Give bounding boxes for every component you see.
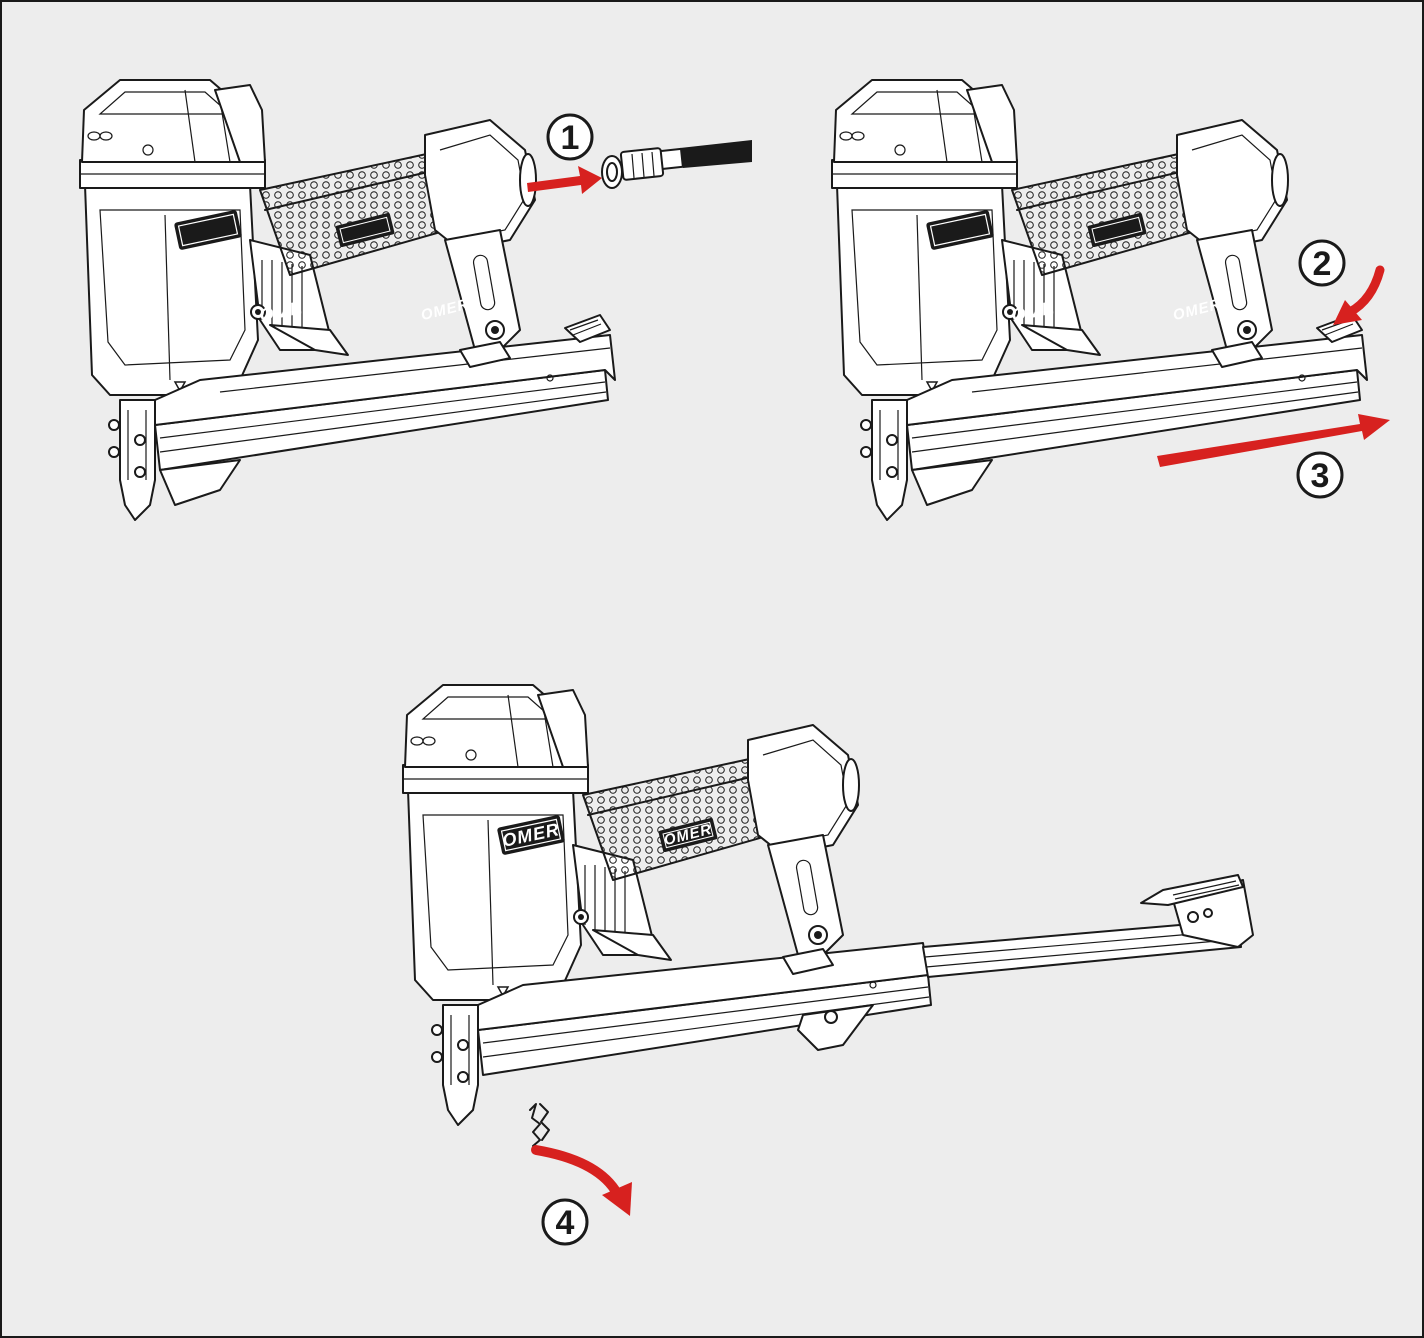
step-3-number: 3 — [1311, 457, 1330, 495]
step-1-marker: 1 — [546, 113, 594, 161]
stapler-drawing-2: OMER OMER — [831, 79, 1368, 521]
stapler-drawing-3: OMER OMER — [402, 684, 1254, 1126]
arrow-step-1 — [527, 166, 602, 194]
step-2-marker: 2 — [1298, 239, 1346, 287]
step-4-number: 4 — [556, 1204, 575, 1242]
step-3-marker: 3 — [1296, 451, 1344, 499]
arrow-step-2 — [1333, 265, 1385, 325]
air-hose — [601, 140, 752, 189]
brand-logo-grip-2: OMER — [1171, 296, 1223, 324]
step-1-number: 1 — [561, 119, 580, 157]
step-2-number: 2 — [1313, 245, 1332, 283]
arrow-step-4 — [531, 1145, 632, 1216]
arrow-step-3 — [1157, 414, 1390, 467]
step-4-marker: 4 — [541, 1198, 589, 1246]
stapler-drawing-1: OMER OMER — [79, 79, 616, 521]
brand-logo-grip: OMER — [419, 296, 471, 324]
jammed-staple — [529, 1103, 550, 1147]
